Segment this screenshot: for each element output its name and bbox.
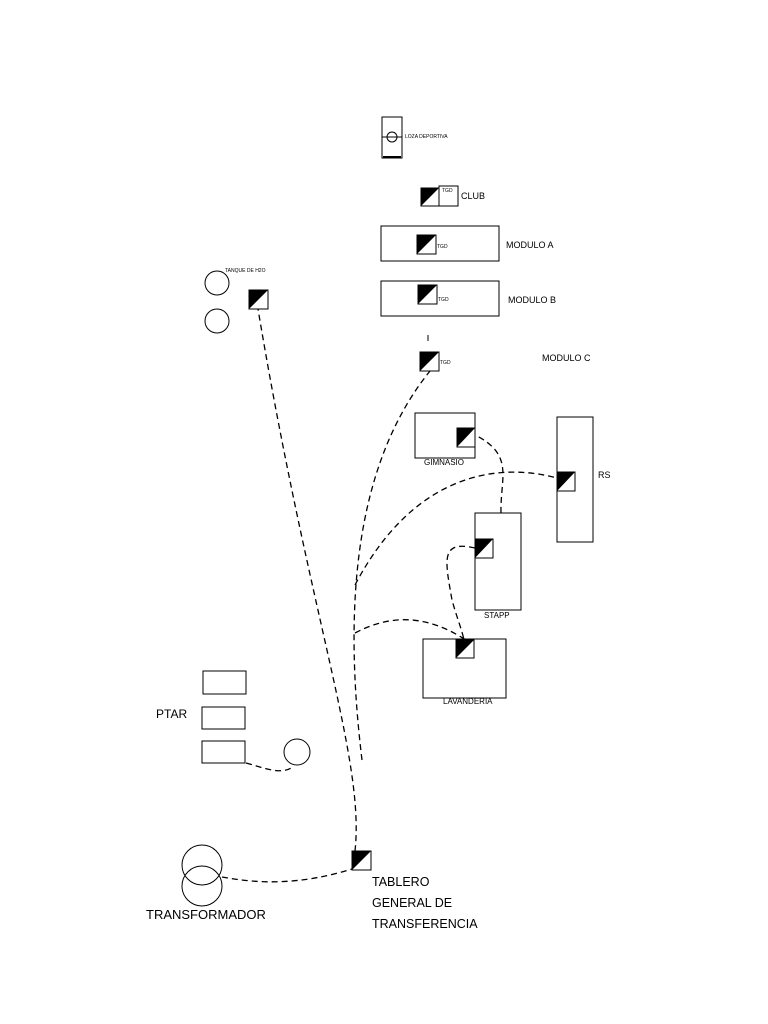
modulo-c-panel-icon	[419, 351, 440, 372]
club-tgd-label: TGD	[442, 188, 453, 194]
stapp-box	[474, 512, 522, 611]
modulo-b-box	[380, 280, 500, 317]
ptar-circle	[283, 738, 311, 766]
rs-panel-icon	[556, 471, 576, 492]
modulo-a-tgd-label: TGD	[437, 244, 448, 250]
tablero-line-3: TRANSFERENCIA	[372, 917, 478, 931]
lavanderia-panel-icon	[455, 639, 475, 659]
cable-branch-lavanderia	[354, 619, 467, 641]
cable-stapp-lavanderia	[446, 545, 476, 641]
tanque-panel-icon	[248, 289, 269, 310]
tablero-line-2: GENERAL DE	[372, 896, 453, 910]
gimnasio-label: GIMNASIO	[424, 458, 465, 467]
modulo-b-tgd-label: TGD	[438, 297, 449, 303]
cable-runs	[221, 308, 558, 883]
cable-ptar	[245, 762, 295, 772]
modulo-a-label: MODULO A	[506, 240, 554, 250]
transformador-symbol	[181, 844, 223, 907]
ptar-label: PTAR	[156, 707, 188, 721]
cable-stapp-gimnasio	[474, 434, 504, 514]
transformador-label: TRANSFORMADOR	[146, 907, 266, 922]
cable-tablero-modulo-c	[353, 370, 431, 761]
rs-label: RS	[598, 470, 611, 480]
tanque-h2o-circle-1	[204, 270, 230, 296]
modulo-c-label: MODULO C	[542, 353, 591, 363]
tanque-h2o-label: TANQUE DE H2O	[225, 268, 266, 274]
loza-deportiva-label: LOZA DEPORTIVA	[405, 134, 448, 140]
lavanderia-label: LAVANDERIA	[443, 697, 493, 706]
tablero-line-1: TABLERO	[372, 875, 430, 889]
stapp-label: STAPP	[484, 611, 510, 620]
modulo-c-tgd-label: TGD	[440, 360, 451, 366]
club-label: CLUB	[461, 191, 486, 201]
gimnasio-panel-icon	[456, 427, 476, 448]
modulo-a-box	[380, 225, 500, 262]
cable-transformador-tablero	[221, 868, 353, 883]
cable-branch-rs	[354, 471, 558, 586]
stapp-panel-icon	[474, 538, 494, 559]
club-tgd-box	[438, 185, 459, 207]
club-panel-icon	[420, 187, 440, 207]
modulo-b-panel-icon	[417, 284, 438, 305]
modulo-b-label: MODULO B	[508, 295, 557, 305]
cable-tablero-tanque	[257, 308, 357, 852]
loza-deportiva-symbol	[381, 116, 403, 159]
ptar-box-2	[201, 706, 246, 730]
modulo-a-panel-icon	[416, 234, 437, 255]
tablero-general-label: TABLERO GENERAL DE TRANSFERENCIA	[372, 872, 478, 935]
ptar-box-3	[201, 740, 246, 764]
ptar-box-1	[202, 670, 247, 695]
tanque-h2o-circle-2	[204, 308, 230, 334]
tablero-general-panel-icon	[351, 850, 372, 871]
